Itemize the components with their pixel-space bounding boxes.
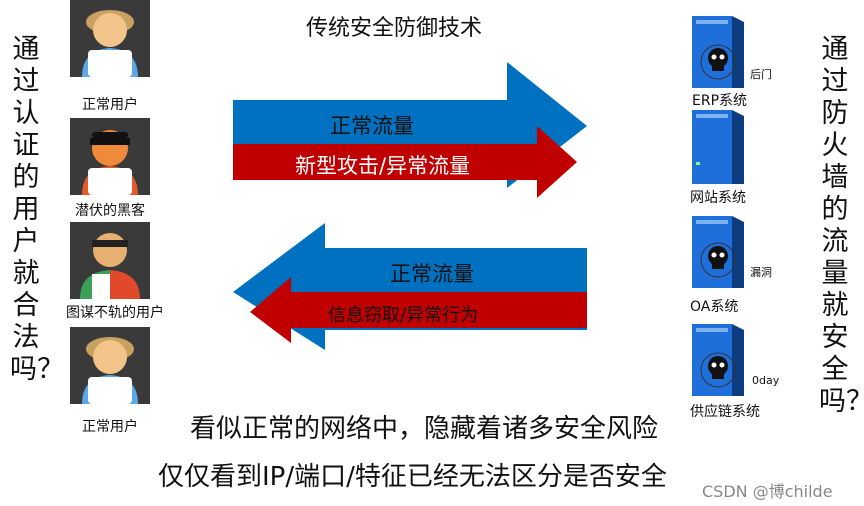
server-icon — [688, 322, 750, 398]
top-blue-arrow-label: 正常流量 — [330, 110, 414, 140]
server-label: 网站系统 — [690, 187, 746, 207]
server-label: OA系统 — [690, 296, 738, 316]
server-tag: 漏洞 — [750, 264, 772, 280]
insider-icon — [70, 222, 150, 299]
server-tag: 0day — [752, 374, 779, 387]
bottom-blue-arrow-label: 正常流量 — [390, 258, 474, 288]
user-label: 图谋不轨的用户 — [56, 302, 174, 322]
user-label: 潜伏的黑客 — [62, 200, 158, 220]
hacker-icon — [70, 118, 150, 195]
user-icon — [70, 0, 150, 77]
user-icon — [70, 327, 150, 404]
left-question: 通过认证的用户就合法吗？ — [10, 34, 42, 386]
bottom-statement-1: 看似正常的网络中，隐藏着诸多安全风险 — [190, 408, 658, 445]
server-icon — [688, 214, 750, 290]
top-red-arrow-label: 新型攻击/异常流量 — [295, 150, 470, 180]
user-avatar-hacker — [70, 118, 150, 195]
user-label: 正常用户 — [70, 416, 150, 436]
right-question: 通过防火墙的流量就安全吗？ — [819, 34, 851, 418]
watermark: CSDN @博childe — [702, 478, 833, 502]
server-icon — [688, 14, 750, 90]
bottom-red-arrow-label: 信息窃取/异常行为 — [328, 301, 478, 327]
user-avatar-insider — [70, 222, 150, 299]
user-avatar-normal — [70, 0, 150, 77]
user-label: 正常用户 — [70, 94, 150, 114]
diagram-title: 传统安全防御技术 — [306, 10, 482, 42]
bottom-statement-2: 仅仅看到IP/端口/特征已经无法区分是否安全 — [158, 456, 667, 493]
server-label: ERP系统 — [692, 90, 747, 110]
user-avatar-normal — [70, 327, 150, 404]
server-tag: 后门 — [750, 66, 772, 82]
server-icon — [688, 108, 750, 186]
server-label: 供应链系统 — [690, 401, 760, 421]
